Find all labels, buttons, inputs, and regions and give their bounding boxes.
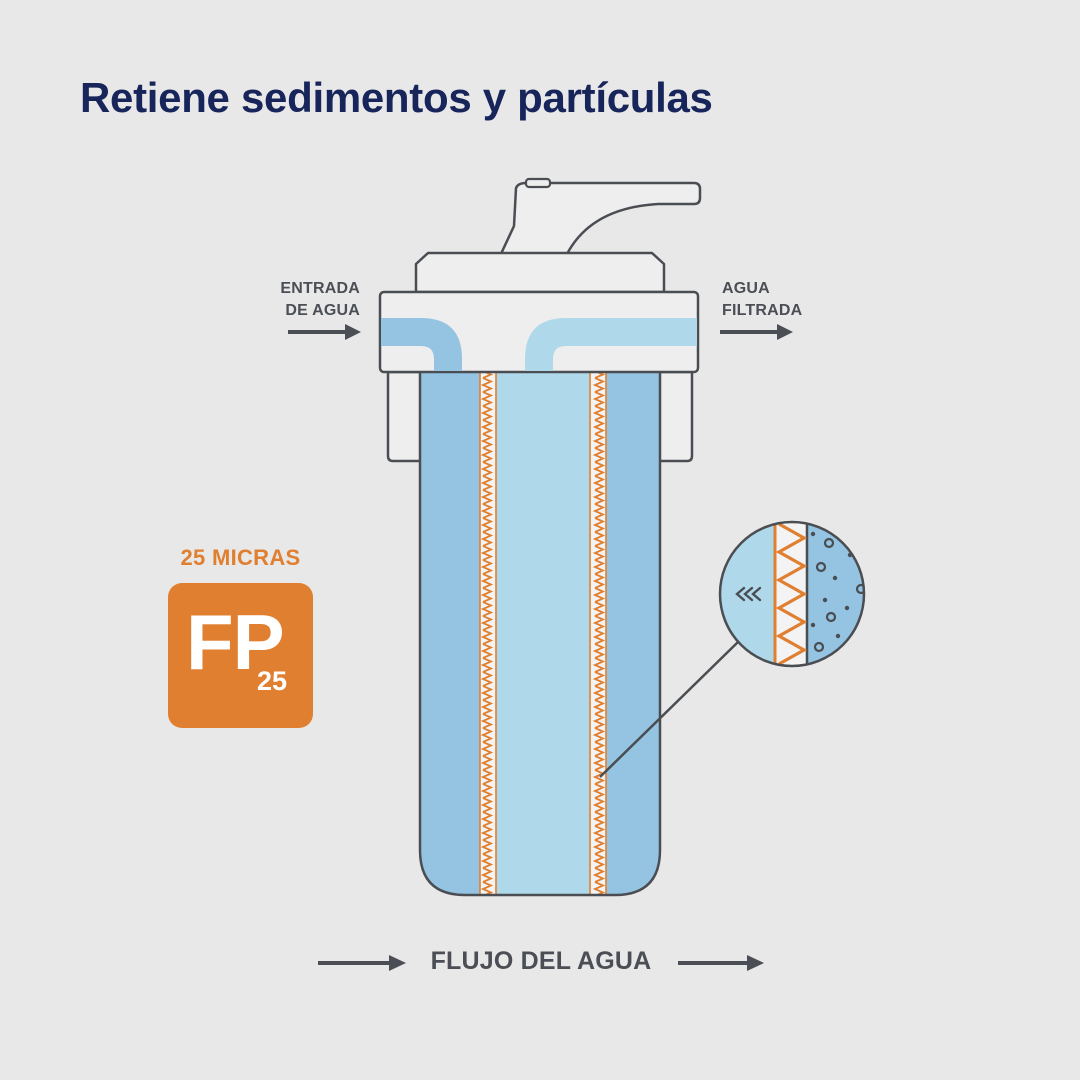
filter-media-left	[479, 370, 497, 895]
inlet-label: ENTRADA DE AGUA	[280, 278, 360, 322]
handle	[498, 181, 702, 258]
inlet-label-line-1: ENTRADA	[280, 280, 360, 297]
outlet-label-line-1: AGUA	[722, 280, 770, 297]
flow-label: FLUJO DEL AGUA	[430, 947, 652, 975]
filter-badge: FP 25	[168, 583, 313, 728]
outlet-label: AGUA FILTRADA	[722, 278, 802, 322]
right-bracket	[660, 370, 694, 463]
left-bracket	[386, 370, 420, 463]
magnifier-detail	[718, 520, 866, 668]
filter-media-right	[589, 370, 607, 895]
outlet-arrow	[720, 324, 793, 340]
handle-knob	[524, 177, 552, 189]
badge-subscript: 25	[257, 666, 288, 696]
micron-rating-caption: 25 MICRAS	[180, 545, 301, 570]
page-title: Retiene sedimentos y partículas	[80, 74, 713, 121]
flow-arrow-left	[318, 955, 406, 971]
inlet-arrow	[288, 324, 361, 340]
filter-body-outline	[418, 366, 662, 897]
outlet-channel	[525, 318, 697, 371]
housing-cap	[414, 251, 666, 294]
outlet-label-line-2: FILTRADA	[722, 302, 803, 319]
badge-code: FP	[186, 598, 285, 686]
inlet-channel	[381, 318, 462, 371]
inlet-label-line-2: DE AGUA	[285, 302, 360, 319]
filter-core	[496, 366, 590, 895]
chevron-left-double-icon	[735, 586, 762, 602]
callout-line	[599, 641, 739, 778]
flow-arrow-right	[678, 955, 764, 971]
